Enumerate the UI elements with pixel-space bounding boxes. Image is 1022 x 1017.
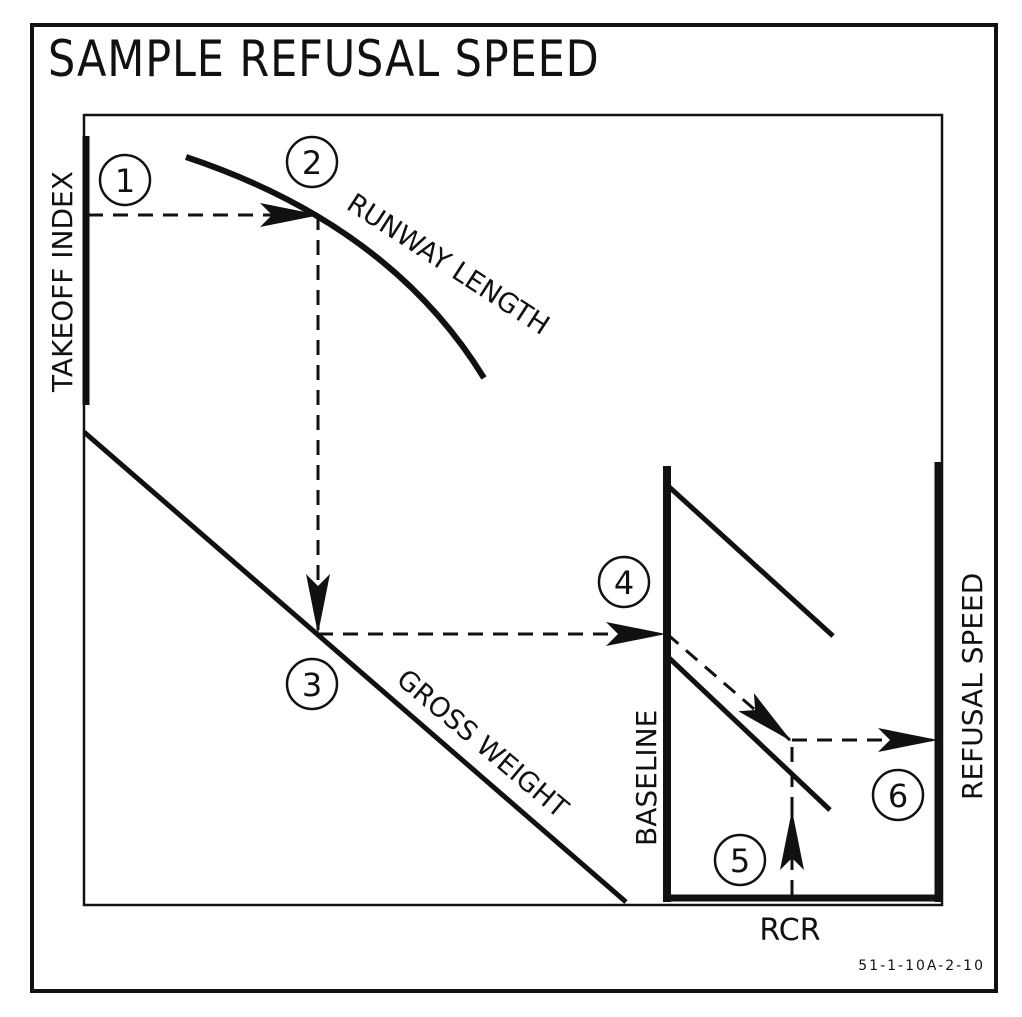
runway-length-curve: [185, 154, 487, 380]
step-1-marker: 1: [98, 153, 152, 207]
step-6-marker: 6: [871, 768, 925, 822]
chart-frame: [82, 113, 944, 907]
step-2-marker: 2: [285, 135, 339, 189]
step-3-marker: 3: [285, 657, 339, 711]
step-5-label: 5: [730, 842, 750, 880]
rcr-label: RCR: [759, 913, 820, 948]
outer-border: [30, 23, 998, 993]
gross-weight-line: [82, 430, 628, 904]
rcr-guide-line-upper: [665, 483, 835, 638]
step-6-label: 6: [888, 777, 908, 815]
step-3-label: 3: [302, 666, 322, 704]
step-4-label: 4: [614, 564, 634, 602]
baseline-label: BASELINE: [630, 710, 663, 846]
step-2-label: 2: [302, 144, 322, 182]
figure-code: 51-1-10A-2-10: [858, 958, 985, 974]
step-5-marker: 5: [713, 833, 767, 887]
diagram-title: SAMPLE REFUSAL SPEED: [48, 30, 600, 88]
rcr-guide-line-lower: [665, 654, 832, 812]
step-4-marker: 4: [597, 555, 651, 609]
step-1-label: 1: [115, 162, 135, 200]
takeoff-index-label: TAKEOFF INDEX: [46, 171, 79, 393]
refusal-speed-label: REFUSAL SPEED: [956, 573, 989, 800]
gross-weight-label: GROSS WEIGHT: [391, 664, 575, 825]
path-4-to-guide: [666, 632, 792, 742]
runway-length-label: RUNWAY LENGTH: [341, 188, 555, 342]
